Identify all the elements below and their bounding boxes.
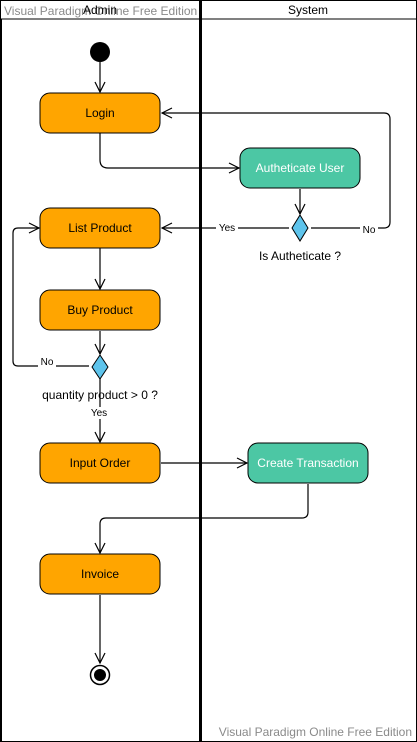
edge-label-qty-no: No	[41, 357, 54, 368]
action-authenticate-user-label: Autheticate User	[256, 161, 345, 175]
lane-title-system: System	[288, 3, 328, 17]
action-list-product-label: List Product	[68, 221, 132, 235]
action-login-label: Login	[85, 106, 114, 120]
watermark-top: Visual Paradigm Online Free Edition	[4, 4, 197, 18]
action-login[interactable]: Login	[39, 92, 161, 134]
action-create-transaction-label: Create Transaction	[257, 456, 358, 470]
edge-auth-no	[162, 113, 391, 229]
decision-quantity[interactable]	[91, 354, 109, 380]
initial-node	[90, 42, 110, 62]
edge-label-auth-no: No	[363, 225, 376, 236]
action-authenticate-user[interactable]: Autheticate User	[239, 147, 361, 189]
condition-quantity: quantity product > 0 ?	[42, 388, 158, 402]
watermark-bottom: Visual Paradigm Online Free Edition	[219, 725, 412, 739]
action-buy-product[interactable]: Buy Product	[39, 289, 161, 331]
edge-login-auth	[99, 133, 239, 168]
edge-qty-no	[12, 228, 89, 367]
action-buy-product-label: Buy Product	[67, 303, 133, 317]
action-input-order[interactable]: Input Order	[39, 442, 161, 484]
action-invoice-label: Invoice	[81, 567, 119, 581]
edge-label-auth-yes: Yes	[219, 223, 235, 234]
final-node	[89, 664, 111, 686]
action-invoice[interactable]: Invoice	[39, 553, 161, 595]
action-input-order-label: Input Order	[70, 456, 131, 470]
action-create-transaction[interactable]: Create Transaction	[247, 442, 369, 484]
lane-title-admin: Admin	[83, 3, 117, 17]
edges	[12, 62, 391, 663]
condition-is-authenticated: Is Autheticate ?	[259, 249, 341, 263]
edge-label-qty-yes: Yes	[91, 408, 107, 419]
decision-is-authenticated[interactable]	[291, 214, 309, 242]
action-list-product[interactable]: List Product	[39, 207, 161, 249]
edge-create-invoice	[100, 484, 309, 553]
